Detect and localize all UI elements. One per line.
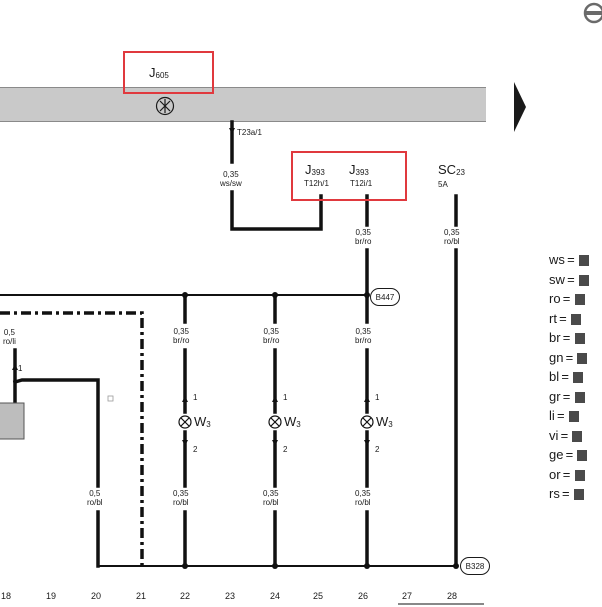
cropped-glyph: [574, 391, 585, 403]
legend-row: gn =: [549, 348, 589, 368]
legend-row: rt =: [549, 309, 589, 329]
connector-b447: B447: [370, 288, 400, 306]
column-number: 24: [269, 591, 280, 601]
lamp-pin2-col22: 2: [193, 445, 198, 454]
legend-row: rs =: [549, 484, 589, 504]
cropped-glyph: [577, 450, 588, 462]
column-number: 25: [312, 591, 323, 601]
cropped-glyph: [578, 255, 589, 267]
column-number: 19: [45, 591, 56, 601]
cropped-glyph: [570, 313, 581, 325]
ground-symbol-icon: [155, 96, 175, 116]
connector-t23a: T23a/1: [237, 128, 262, 137]
column-number: 20: [90, 591, 101, 601]
lamp-w3-col22: W3: [194, 414, 211, 429]
control-unit-bus: [0, 87, 486, 122]
pin-t12h: T12h/1: [304, 179, 329, 188]
partial-circle-icon: [583, 2, 602, 24]
lamp-w3-col24: W3: [284, 414, 301, 429]
cropped-glyph: [568, 411, 579, 423]
column-number: 23: [224, 591, 235, 601]
column-number: 22: [179, 591, 190, 601]
cropped-glyph: [577, 352, 588, 364]
component-j393-b: J393: [349, 162, 369, 177]
column-number: 18: [0, 591, 11, 601]
column-number: 28: [446, 591, 457, 601]
lamp-pin1-col24: 1: [283, 393, 288, 402]
lamp-pin1-col26: 1: [375, 393, 380, 402]
cropped-glyph: [573, 372, 584, 384]
legend-row: ws =: [549, 250, 589, 270]
fuse-rating: 5A: [438, 180, 448, 189]
lamp-w3-col26: W3: [376, 414, 393, 429]
cropped-glyph: [573, 489, 584, 501]
cropped-glyph: [574, 333, 585, 345]
column-number: 26: [357, 591, 368, 601]
cropped-glyph: [574, 469, 585, 481]
legend-row: br =: [549, 328, 589, 348]
column-number: 21: [135, 591, 146, 601]
next-page-arrow-icon: [514, 82, 526, 132]
component-sc23: SC23: [438, 162, 465, 177]
wire-color-legend: ws = sw = ro = rt = br = gn = bl = gr = …: [549, 250, 589, 504]
lamp-pin1-col22: 1: [193, 393, 198, 402]
highlight-j393: [291, 151, 407, 201]
cropped-glyph: [578, 274, 589, 286]
cropped-glyph: [574, 294, 585, 306]
cropped-glyph: [572, 430, 583, 442]
lamp-pin2-col24: 2: [283, 445, 288, 454]
legend-row: gr =: [549, 387, 589, 407]
legend-row: ro =: [549, 289, 589, 309]
legend-row: bl =: [549, 367, 589, 387]
highlight-j605: [123, 51, 214, 94]
legend-row: li =: [549, 406, 589, 426]
component-j393-a: J393: [305, 162, 325, 177]
component-j605: J605: [149, 65, 169, 80]
pin1-col18: 1: [18, 364, 23, 373]
legend-row: or =: [549, 465, 589, 485]
connector-b328: B328: [460, 557, 490, 575]
legend-row: vi =: [549, 426, 589, 446]
lamp-pin2-col26: 2: [375, 445, 380, 454]
legend-row: sw =: [549, 270, 589, 290]
pin-t12i: T12i/1: [350, 179, 373, 188]
legend-row: ge =: [549, 445, 589, 465]
column-number: 27: [401, 591, 412, 601]
